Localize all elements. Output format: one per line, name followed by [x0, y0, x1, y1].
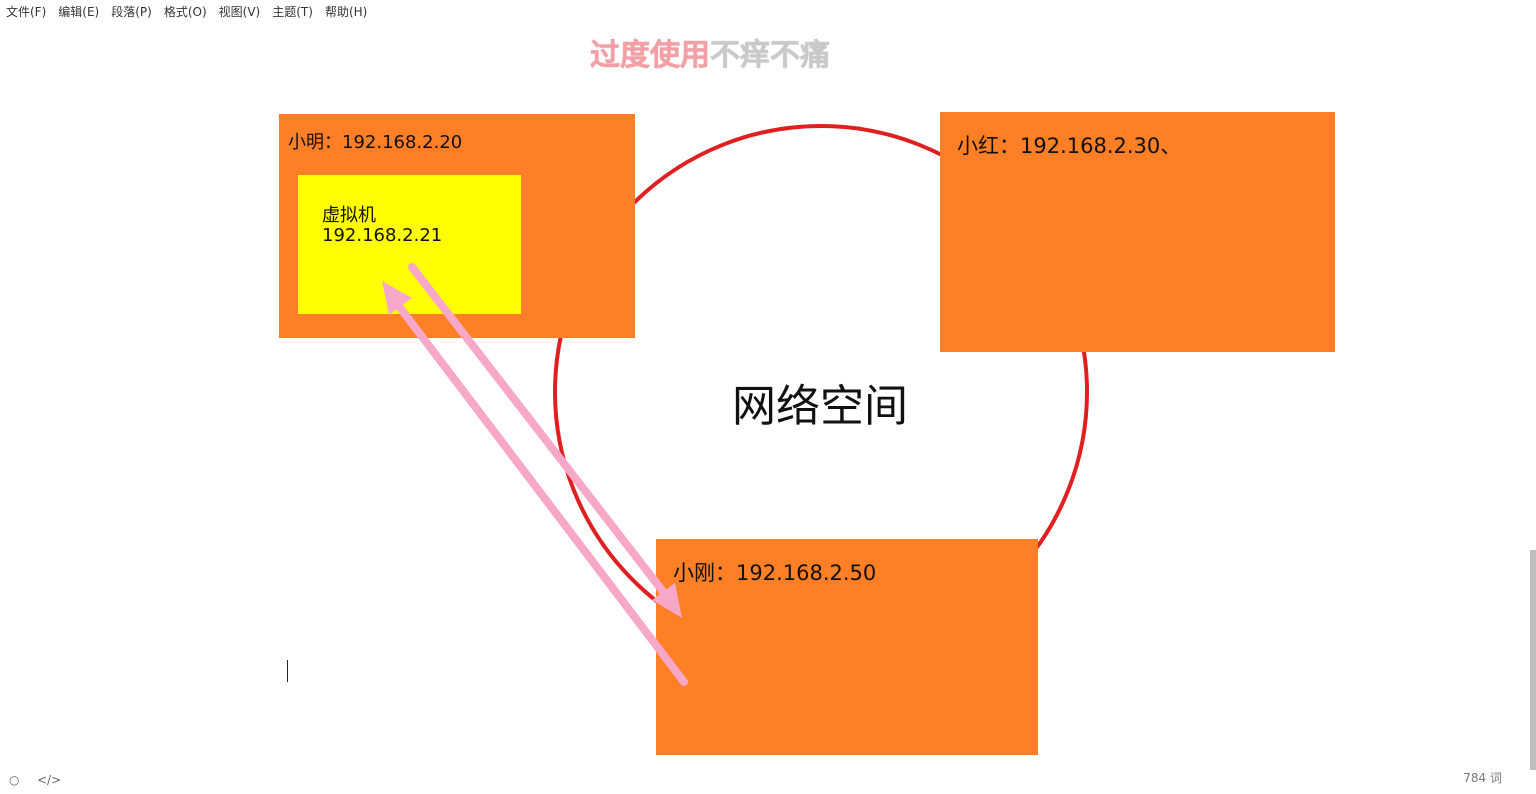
node-vm-name: 虚拟机	[322, 205, 376, 226]
watermark-part-2: 不痒不痛	[710, 38, 830, 73]
menu-theme[interactable]: 主题(T)	[272, 4, 313, 19]
status-bar: ○ </> 784 词	[0, 766, 1536, 794]
menu-file[interactable]: 文件(F)	[6, 4, 47, 19]
menu-view[interactable]: 视图(V)	[218, 4, 261, 19]
word-count: 784 词	[1463, 771, 1502, 785]
node-xiaohong: 小红：192.168.2.30、	[940, 112, 1335, 352]
node-xiaohong-label: 小红：192.168.2.30、	[957, 134, 1182, 158]
node-xiaogang: 小刚：192.168.2.50	[656, 539, 1038, 755]
node-xiaogang-label: 小刚：192.168.2.50	[673, 561, 877, 585]
menu-format[interactable]: 格式(O)	[163, 4, 207, 19]
network-space-label: 网络空间	[732, 381, 908, 432]
watermark: 过度使用不痒不痛	[590, 30, 830, 74]
menu-paragraph[interactable]: 段落(P)	[111, 4, 152, 19]
node-vm: 虚拟机 192.168.2.21	[298, 175, 521, 314]
node-xiaoming-label: 小明：192.168.2.20	[288, 132, 463, 153]
node-vm-ip: 192.168.2.21	[322, 225, 443, 246]
code-icon[interactable]: </>	[37, 773, 62, 787]
circle-icon[interactable]: ○	[9, 773, 20, 787]
menu-help[interactable]: 帮助(H)	[324, 4, 368, 19]
menu-bar: 文件(F) 编辑(E) 段落(P) 格式(O) 视图(V) 主题(T) 帮助(H…	[0, 0, 379, 22]
text-caret	[287, 660, 288, 682]
vertical-scrollbar[interactable]	[1530, 550, 1536, 770]
node-xiaoming: 小明：192.168.2.20 虚拟机 192.168.2.21	[279, 114, 635, 338]
menu-edit[interactable]: 编辑(E)	[58, 4, 100, 19]
watermark-part-1: 过度使用	[590, 38, 710, 73]
